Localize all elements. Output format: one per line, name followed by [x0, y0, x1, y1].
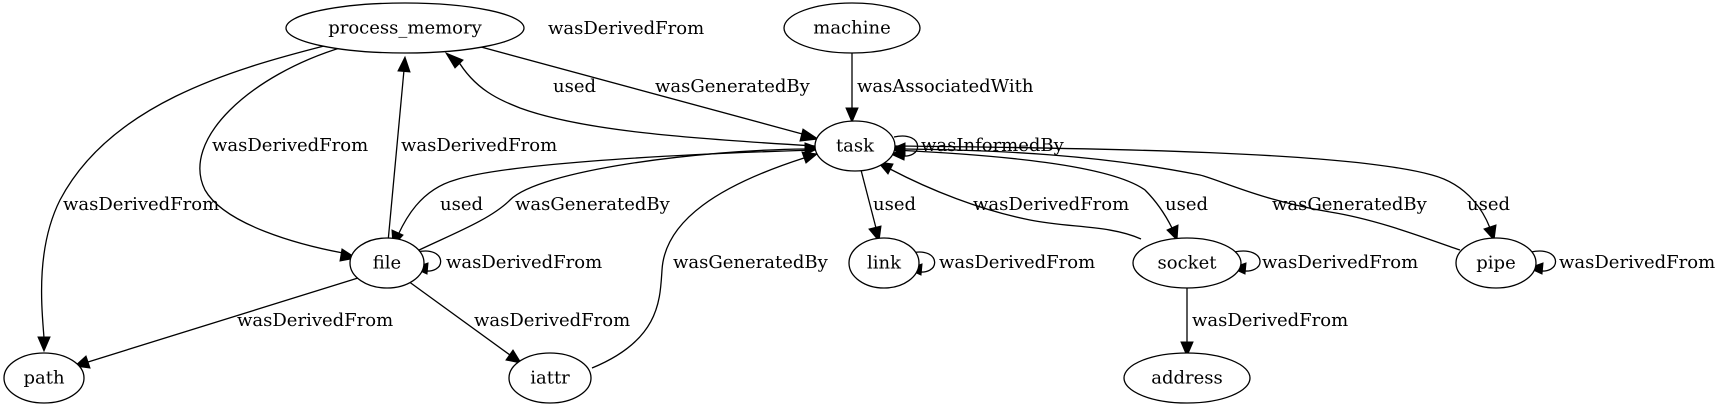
node-file: file	[349, 237, 425, 289]
arrowhead	[1166, 224, 1179, 242]
edge-file-iattr: wasDerivedFrom	[407, 280, 630, 364]
node-link: link	[848, 237, 920, 289]
node-path: path	[3, 352, 85, 404]
edge-label: wasDerivedFrom	[1262, 252, 1418, 273]
edge-socket-address: wasDerivedFrom	[1180, 286, 1348, 358]
node-label: iattr	[530, 368, 570, 389]
node-label: path	[23, 368, 64, 389]
edge-label: wasInformedBy	[921, 135, 1065, 156]
node-iattr: iattr	[508, 352, 592, 404]
edge-label: wasDerivedFrom	[548, 18, 704, 39]
arrowhead	[397, 55, 411, 73]
edge-socket-task: wasDerivedFrom	[876, 161, 1142, 240]
edge-task-socket: used	[892, 149, 1208, 242]
edge-label: used	[1467, 194, 1510, 215]
node-pipe: pipe	[1455, 237, 1537, 289]
node-machine: machine	[783, 2, 921, 54]
edge-file-process-memory: wasDerivedFrom	[387, 55, 557, 243]
edge-task-process-memory: used	[444, 51, 816, 147]
edge-file-path: wasDerivedFrom	[73, 277, 393, 369]
edge-machine-task: wasAssociatedWith	[845, 52, 1034, 124]
edge-link-self: wasDerivedFrom	[906, 251, 1095, 276]
arrowhead	[799, 128, 820, 142]
edge-label: used	[1165, 194, 1208, 215]
arrowhead	[801, 151, 819, 164]
node-label: machine	[813, 18, 890, 39]
edge-label: wasGeneratedBy	[1272, 194, 1428, 215]
arrowhead	[1180, 341, 1194, 358]
edge-label: wasDerivedFrom	[401, 135, 557, 156]
edge-file-task: wasGeneratedBy	[414, 142, 821, 253]
edge-process-memory-file: wasDerivedFrom	[199, 46, 368, 262]
edge-label: wasDerivedFrom	[237, 310, 393, 331]
edge-label: used	[440, 194, 483, 215]
node-address: address	[1123, 352, 1251, 404]
edge-label: wasDerivedFrom	[446, 252, 602, 273]
arrowhead	[845, 107, 859, 124]
edge-task-pipe: used	[892, 145, 1510, 242]
node-socket: socket	[1132, 237, 1242, 289]
edge-socket-self: wasDerivedFrom	[1230, 250, 1418, 275]
edge-label: used	[873, 194, 916, 215]
edge-pipe-task: wasGeneratedBy	[889, 142, 1461, 251]
edge-label: wasDerivedFrom	[212, 135, 368, 156]
arrowhead	[37, 336, 51, 353]
node-label: task	[836, 136, 875, 157]
nodes: process_memory machine task file link so…	[3, 2, 1537, 404]
edge-label: wasAssociatedWith	[857, 76, 1034, 97]
edge-label: wasGeneratedBy	[655, 76, 811, 97]
edge-label: wasGeneratedBy	[515, 194, 671, 215]
arrowhead	[505, 349, 523, 364]
node-process-memory: process_memory	[285, 2, 525, 54]
edge-file-self: wasDerivedFrom	[412, 250, 602, 275]
edge-label: wasDerivedFrom	[1192, 310, 1348, 331]
edge-process-memory-task: wasGeneratedBy	[469, 43, 820, 142]
edge-task-link: used	[860, 169, 916, 243]
edge-iattr-task: wasGeneratedBy	[591, 151, 829, 369]
edge-pipe-self: wasDerivedFrom	[1527, 250, 1715, 275]
edge-label: wasGeneratedBy	[673, 252, 829, 273]
edge-label: wasDerivedFrom	[474, 310, 630, 331]
edge-label: wasDerivedFrom	[973, 194, 1129, 215]
arrowhead	[444, 51, 464, 69]
node-label: process_memory	[328, 18, 482, 39]
arrowhead	[868, 225, 882, 243]
node-task: task	[814, 120, 896, 172]
node-label: pipe	[1476, 253, 1515, 274]
node-label: file	[373, 253, 401, 274]
node-label: address	[1151, 368, 1223, 389]
edge-label: wasDerivedFrom	[63, 194, 219, 215]
arrowhead	[804, 142, 821, 156]
node-label: socket	[1158, 253, 1218, 274]
edges: wasDerivedFrom wasGeneratedBy used wasDe…	[37, 17, 1715, 369]
edge-label: wasDerivedFrom	[939, 252, 1095, 273]
arrowhead	[1483, 224, 1497, 242]
edge-process-memory-path: wasDerivedFrom	[37, 45, 325, 353]
edge-label: used	[553, 76, 596, 97]
edge-label: wasDerivedFrom	[1559, 252, 1715, 273]
node-label: link	[867, 253, 902, 274]
